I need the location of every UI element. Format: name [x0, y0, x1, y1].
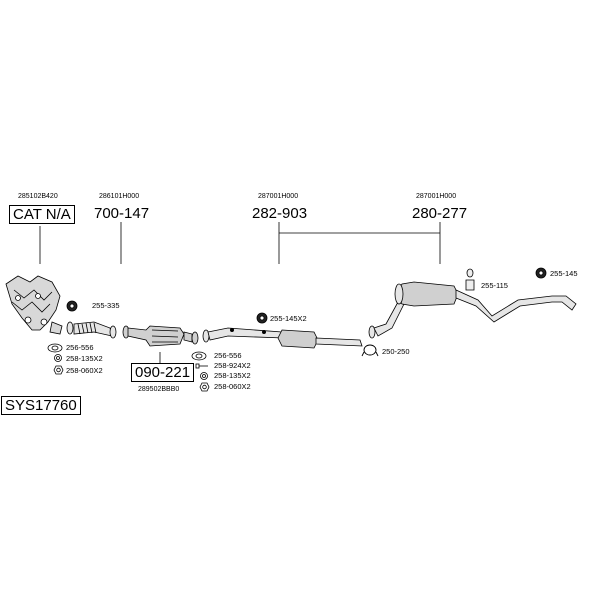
catalytic-converter [122, 325, 199, 347]
fitting-label[interactable]: 255-115 [481, 281, 508, 290]
article-manifold[interactable]: CAT N/A [9, 205, 75, 224]
gasket-icon [47, 343, 63, 353]
article-rear-section[interactable]: 280-277 [412, 205, 468, 222]
rear-muffler-section [368, 281, 577, 339]
article-front-pipe[interactable]: 700-147 [94, 205, 150, 222]
fitting-label[interactable]: 258-060X2 [66, 366, 103, 375]
fitting-label[interactable]: 258-135X2 [66, 354, 103, 363]
rubber-hanger-icon [66, 300, 78, 312]
oem-number-center-section: 287001H000 [258, 193, 299, 200]
center-section-pipe [202, 327, 363, 349]
fitting-label[interactable]: 255-145X2 [270, 314, 307, 323]
gasket-icon [191, 351, 207, 361]
nut-icon [53, 365, 64, 375]
rubber-hanger-icon [256, 312, 268, 324]
article-center-section[interactable]: 282-903 [252, 205, 308, 222]
fitting-label[interactable]: 256-556 [66, 343, 94, 352]
system-code: SYS17760 [1, 396, 81, 415]
bolt-icon [54, 354, 62, 362]
bolt-icon [195, 363, 208, 369]
oem-number-front-pipe: 286101H000 [99, 193, 140, 200]
exhaust-manifold [5, 275, 63, 335]
oem-number-catalyst: 289502BBB0 [138, 386, 180, 393]
clamp-icon [361, 344, 379, 357]
bracket-hanger-icon [465, 268, 475, 291]
fitting-label[interactable]: 258-135X2 [214, 371, 251, 380]
oem-number-manifold: 285102B420 [18, 193, 58, 200]
bolt-icon [200, 372, 208, 380]
rubber-hanger-icon [535, 267, 547, 279]
front-flex-pipe [66, 321, 117, 339]
fitting-label[interactable]: 256-556 [214, 351, 242, 360]
oem-number-rear-section: 287001H000 [416, 193, 457, 200]
article-catalyst[interactable]: 090-221 [131, 363, 195, 382]
fitting-label[interactable]: 255-145 [550, 269, 578, 278]
fitting-label[interactable]: 258-924X2 [214, 361, 251, 370]
fitting-label[interactable]: 255-335 [92, 301, 120, 310]
fitting-label[interactable]: 250-250 [382, 347, 410, 356]
nut-icon [199, 382, 210, 392]
fitting-label[interactable]: 258-060X2 [214, 382, 251, 391]
